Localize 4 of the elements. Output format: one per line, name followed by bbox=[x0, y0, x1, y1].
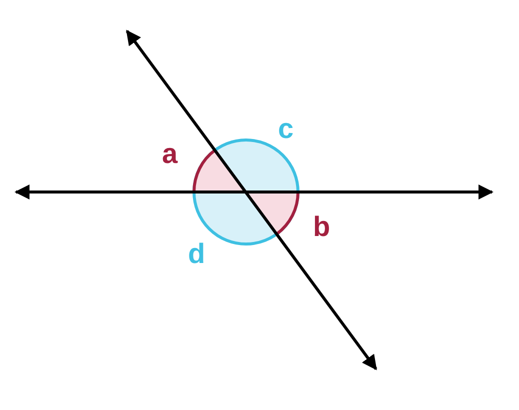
angle-label: d bbox=[188, 240, 206, 268]
angle-label: a bbox=[162, 140, 178, 168]
angle-label: c bbox=[278, 115, 294, 143]
angle-label: b bbox=[313, 213, 330, 241]
